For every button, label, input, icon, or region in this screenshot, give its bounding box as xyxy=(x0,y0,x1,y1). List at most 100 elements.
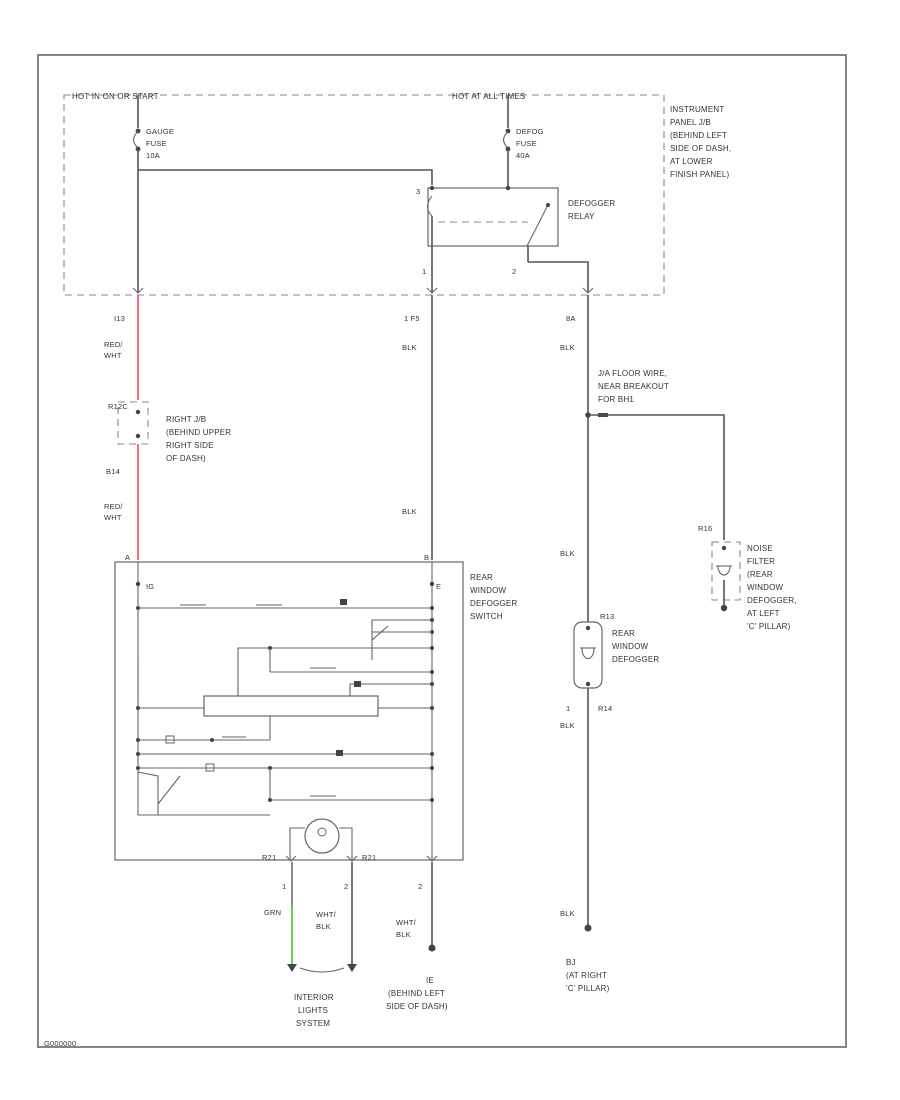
svg-text:B14: B14 xyxy=(106,467,120,476)
svg-text:10A: 10A xyxy=(146,151,160,160)
svg-text:DEFOG: DEFOG xyxy=(516,127,544,136)
svg-text:REAR: REAR xyxy=(612,629,635,638)
svg-text:NOISE: NOISE xyxy=(747,544,773,553)
relay-coil-feed xyxy=(138,169,433,185)
svg-text:RED/: RED/ xyxy=(104,340,123,349)
svg-text:RED/: RED/ xyxy=(104,502,123,511)
svg-text:BLK: BLK xyxy=(560,909,575,918)
svg-text:WINDOW: WINDOW xyxy=(470,586,507,595)
defog-fuse: DEFOG FUSE 40A xyxy=(502,95,544,160)
svg-text:REAR: REAR xyxy=(470,573,493,582)
svg-text:1: 1 xyxy=(422,267,426,276)
svg-text:1: 1 xyxy=(282,882,286,891)
ip-jb-note: INSTRUMENT PANEL J/B (BEHIND LEFT SIDE O… xyxy=(670,105,731,179)
svg-text:WINDOW: WINDOW xyxy=(612,642,649,651)
hot-at-all-times-label: HOT AT ALL TIMES xyxy=(452,92,525,101)
svg-text:DEFOGGER: DEFOGGER xyxy=(470,599,517,608)
svg-text:LIGHTS: LIGHTS xyxy=(298,1006,328,1015)
svg-text:R14: R14 xyxy=(598,704,612,713)
svg-text:8A: 8A xyxy=(566,314,576,323)
svg-text:2: 2 xyxy=(344,882,348,891)
svg-text:1 F5: 1 F5 xyxy=(404,314,420,323)
svg-text:GRN: GRN xyxy=(264,908,281,917)
svg-text:IG: IG xyxy=(146,582,154,591)
svg-text:RIGHT J/B: RIGHT J/B xyxy=(166,415,206,424)
svg-text:WHT: WHT xyxy=(104,513,122,522)
diagram-border xyxy=(37,54,847,1048)
svg-text:SYSTEM: SYSTEM xyxy=(296,1019,330,1028)
svg-text:BLK: BLK xyxy=(402,343,417,352)
svg-text:R16: R16 xyxy=(698,524,712,533)
hot-in-on-label: HOT IN ON OR START xyxy=(72,92,159,101)
svg-text:FUSE: FUSE xyxy=(146,139,167,148)
svg-text:SIDE OF DASH,: SIDE OF DASH, xyxy=(670,144,731,153)
svg-text:SIDE OF DASH): SIDE OF DASH) xyxy=(386,1002,448,1011)
svg-text:WHT: WHT xyxy=(104,351,122,360)
svg-text:(AT RIGHT: (AT RIGHT xyxy=(566,971,607,980)
rear-window-defogger: R13 REAR WINDOW DEFOGGER 1 R14 BLK BLK xyxy=(560,612,659,932)
svg-text:BLK: BLK xyxy=(560,721,575,730)
svg-text:INSTRUMENT: INSTRUMENT xyxy=(670,105,724,114)
svg-text:SWITCH: SWITCH xyxy=(470,612,503,621)
svg-text:(BEHIND UPPER: (BEHIND UPPER xyxy=(166,428,231,437)
svg-text:FILTER: FILTER xyxy=(747,557,775,566)
svg-text:FINISH PANEL): FINISH PANEL) xyxy=(670,170,729,179)
svg-text:R13: R13 xyxy=(600,612,614,621)
svg-text:B: B xyxy=(424,553,429,562)
svg-text:OF DASH): OF DASH) xyxy=(166,454,206,463)
svg-text:'C' PILLAR): 'C' PILLAR) xyxy=(747,622,791,631)
defogger-relay: 3 DEFOGGER RELAY 1 2 xyxy=(416,185,615,292)
switch-bottom-connectors: R21 R21 1 2 2 xyxy=(262,853,438,891)
svg-text:IE: IE xyxy=(426,976,434,985)
svg-text:DEFOGGER: DEFOGGER xyxy=(612,655,659,664)
svg-text:(BEHIND LEFT: (BEHIND LEFT xyxy=(670,131,727,140)
svg-text:BLK: BLK xyxy=(316,922,331,931)
svg-text:FUSE: FUSE xyxy=(516,139,537,148)
ground-bj: BJ (AT RIGHT 'C' PILLAR) xyxy=(566,958,610,993)
ground-ie: IE (BEHIND LEFT SIDE OF DASH) xyxy=(386,976,448,1011)
defogger-switch: A B IG E REAR WINDOW DEFOGGER SWITCH xyxy=(114,553,517,861)
svg-text:BLK: BLK xyxy=(396,930,411,939)
svg-text:WHT/: WHT/ xyxy=(316,910,337,919)
diagram-code: G000000 xyxy=(44,1039,76,1048)
svg-text:WHT/: WHT/ xyxy=(396,918,417,927)
svg-text:3: 3 xyxy=(416,187,420,196)
svg-text:(REAR: (REAR xyxy=(747,570,773,579)
svg-text:R21: R21 xyxy=(362,853,376,862)
svg-text:DEFOGGER: DEFOGGER xyxy=(568,199,615,208)
right-jb: R12C B14 RIGHT J/B (BEHIND UPPER RIGHT S… xyxy=(106,401,231,476)
svg-text:RELAY: RELAY xyxy=(568,212,595,221)
svg-text:1: 1 xyxy=(566,704,570,713)
svg-text:(BEHIND LEFT: (BEHIND LEFT xyxy=(388,989,445,998)
svg-text:40A: 40A xyxy=(516,151,530,160)
svg-text:E: E xyxy=(436,582,441,591)
svg-text:R12C: R12C xyxy=(108,402,128,411)
interior-lights-connector: INTERIOR LIGHTS SYSTEM xyxy=(287,964,357,1028)
svg-text:DEFOGGER,: DEFOGGER, xyxy=(747,596,797,605)
svg-text:BLK: BLK xyxy=(560,343,575,352)
svg-text:J/A FLOOR WIRE,: J/A FLOOR WIRE, xyxy=(598,369,667,378)
ground-ie-dot xyxy=(428,944,436,952)
svg-text:A: A xyxy=(125,553,130,562)
ip-jb-dashed-box xyxy=(63,94,665,296)
svg-text:RIGHT SIDE: RIGHT SIDE xyxy=(166,441,214,450)
svg-text:2: 2 xyxy=(512,267,516,276)
svg-text:GAUGE: GAUGE xyxy=(146,127,174,136)
svg-text:BLK: BLK xyxy=(402,507,417,516)
svg-text:PANEL J/B: PANEL J/B xyxy=(670,118,711,127)
svg-text:BJ: BJ xyxy=(566,958,576,967)
svg-text:'C' PILLAR): 'C' PILLAR) xyxy=(566,984,610,993)
svg-text:NEAR BREAKOUT: NEAR BREAKOUT xyxy=(598,382,669,391)
svg-text:AT LEFT: AT LEFT xyxy=(747,609,780,618)
svg-text:INTERIOR: INTERIOR xyxy=(294,993,334,1002)
svg-text:AT LOWER: AT LOWER xyxy=(670,157,713,166)
svg-text:FOR BH1: FOR BH1 xyxy=(598,395,634,404)
floor-wire-junction: J/A FLOOR WIRE, NEAR BREAKOUT FOR BH1 xyxy=(585,369,725,540)
svg-text:WINDOW: WINDOW xyxy=(747,583,784,592)
noise-filter: R16 NOISE FILTER (REAR WINDOW DEFOGGER, … xyxy=(698,524,797,631)
svg-text:BLK: BLK xyxy=(560,549,575,558)
jb-connectors: I13 1 F5 8A xyxy=(114,287,594,323)
gauge-fuse: GAUGE FUSE 10A xyxy=(132,95,174,160)
svg-text:R21: R21 xyxy=(262,853,276,862)
